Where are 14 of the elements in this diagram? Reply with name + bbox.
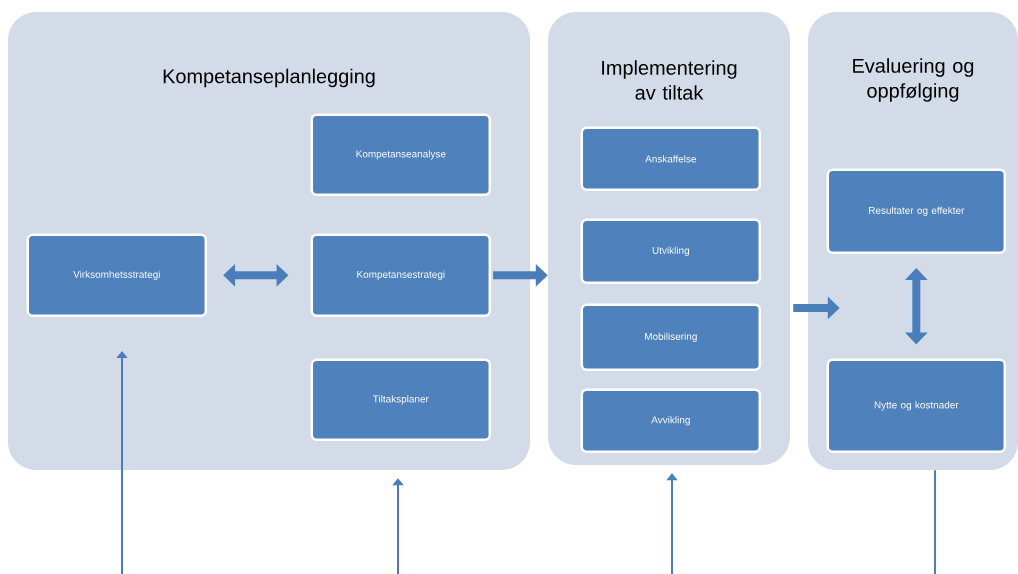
line (934, 469, 936, 574)
process-box: Kompetansestrategi (310, 233, 492, 318)
process-box: Tiltaksplaner (310, 358, 492, 442)
panel-title: Kompetanseplanlegging (163, 68, 375, 88)
process-box: Avvikling (580, 388, 762, 454)
process-box: Anskaffelse (580, 126, 762, 192)
process-box: Virksomhetsstrategi (26, 233, 208, 318)
panel-title: Evaluering og oppfølging (853, 58, 974, 102)
panel-title: Implementering av tiltak (602, 60, 737, 100)
process-box: Kompetanseanalyse (310, 113, 492, 197)
process-box: Nytte og kostnader (826, 358, 1007, 454)
process-box: Mobilisering (580, 303, 762, 372)
process-box: Resultater og effekter (826, 168, 1007, 255)
process-box: Utvikling (580, 218, 762, 285)
